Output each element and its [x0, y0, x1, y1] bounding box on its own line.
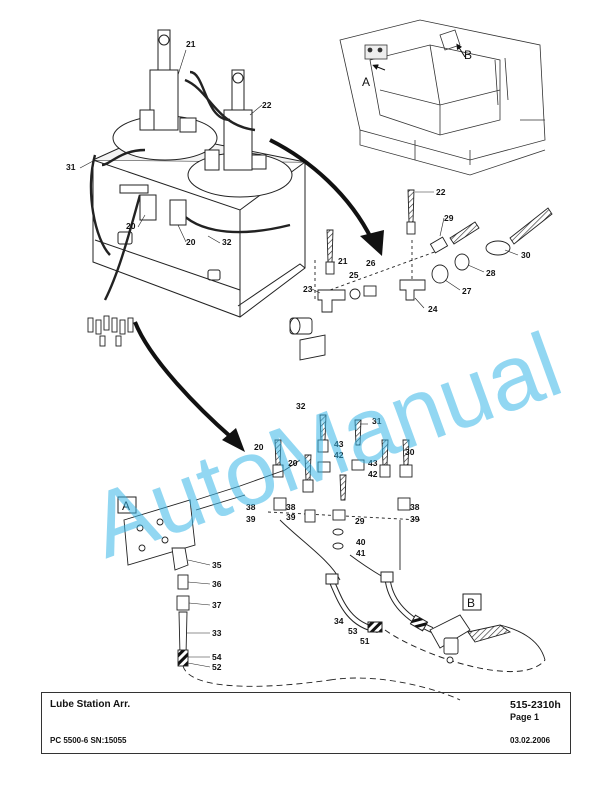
callout-26: 26: [366, 258, 376, 268]
callout-20: 20: [126, 221, 136, 231]
view-a-label: A: [122, 499, 130, 513]
tank-filters: [119, 184, 187, 226]
detail-b-component: [429, 614, 546, 664]
callout-22: 22: [436, 187, 446, 197]
callout-20: 20: [288, 458, 298, 468]
callout-28: 28: [486, 268, 496, 278]
pointer-b-top: [456, 43, 466, 58]
callout-32: 32: [296, 401, 306, 411]
callout-51: 51: [360, 636, 370, 646]
detail-arrow-2: [133, 321, 234, 440]
view-b-label: B: [467, 596, 475, 610]
callout-20: 20: [254, 442, 264, 452]
machine-model: PC 5500-6 SN:15055: [50, 736, 127, 745]
callout-labels: 21 22 31 20 20 32 22 29 30 21 26 25 23 2…: [66, 39, 531, 672]
callout-39: 39: [410, 514, 420, 524]
callout-39: 39: [286, 512, 296, 522]
callout-54: 54: [212, 652, 222, 662]
callout-27: 27: [462, 286, 472, 296]
callout-42: 42: [368, 469, 378, 479]
callout-21: 21: [186, 39, 196, 49]
callout-29: 29: [444, 213, 454, 223]
callout-30: 30: [405, 447, 415, 457]
callout-34: 34: [334, 616, 344, 626]
machine-location-view: [339, 19, 546, 176]
callout-22: 22: [262, 100, 272, 110]
callout-40: 40: [356, 537, 366, 547]
callout-23: 23: [303, 284, 313, 294]
lower-fittings-detail: [267, 414, 421, 581]
callout-38: 38: [246, 502, 256, 512]
detail-arrow-1-head: [360, 230, 384, 256]
detail-a-assembly: [123, 459, 461, 701]
view-a-box: [117, 496, 137, 514]
tank-hoses: [89, 70, 291, 301]
page-number: Page 1: [510, 712, 540, 722]
drawing-title: Lube Station Arr.: [50, 699, 131, 710]
document-number: 515-2310h: [510, 699, 561, 711]
callout-24: 24: [428, 304, 438, 314]
callout-20: 20: [186, 237, 196, 247]
callout-39: 39: [246, 514, 256, 524]
callout-29: 29: [355, 516, 365, 526]
pump-assembly: [112, 29, 293, 198]
view-a-label-top: A: [362, 75, 370, 89]
callout-41: 41: [356, 548, 366, 558]
callout-52: 52: [212, 662, 222, 672]
detail-arrow-1: [269, 138, 374, 241]
lower-hoses: [325, 571, 546, 673]
callout-35: 35: [212, 560, 222, 570]
callout-38: 38: [410, 502, 420, 512]
callout-38: 38: [286, 502, 296, 512]
callout-36: 36: [212, 579, 222, 589]
callout-31: 31: [66, 162, 76, 172]
callout-37: 37: [212, 600, 222, 610]
callout-leaders: [79, 49, 519, 668]
callout-25: 25: [349, 270, 359, 280]
callout-32: 32: [222, 237, 232, 247]
pointer-a-top: [372, 64, 386, 71]
callout-42: 42: [334, 450, 344, 460]
view-b-label-top: B: [464, 48, 472, 62]
callout-43: 43: [368, 458, 378, 468]
loose-fittings: [87, 315, 134, 347]
document-date: 03.02.2006: [510, 736, 551, 745]
upper-fittings-detail: [289, 189, 553, 361]
callout-43: 43: [334, 439, 344, 449]
view-b-box: [462, 593, 482, 611]
callout-33: 33: [212, 628, 222, 638]
detail-arrow-2-head: [222, 428, 245, 452]
callout-31: 31: [372, 416, 382, 426]
callout-30: 30: [521, 250, 531, 260]
callout-53: 53: [348, 626, 358, 636]
callout-21: 21: [338, 256, 348, 266]
title-block: Lube Station Arr. 515-2310h Page 1 PC 55…: [41, 692, 571, 754]
